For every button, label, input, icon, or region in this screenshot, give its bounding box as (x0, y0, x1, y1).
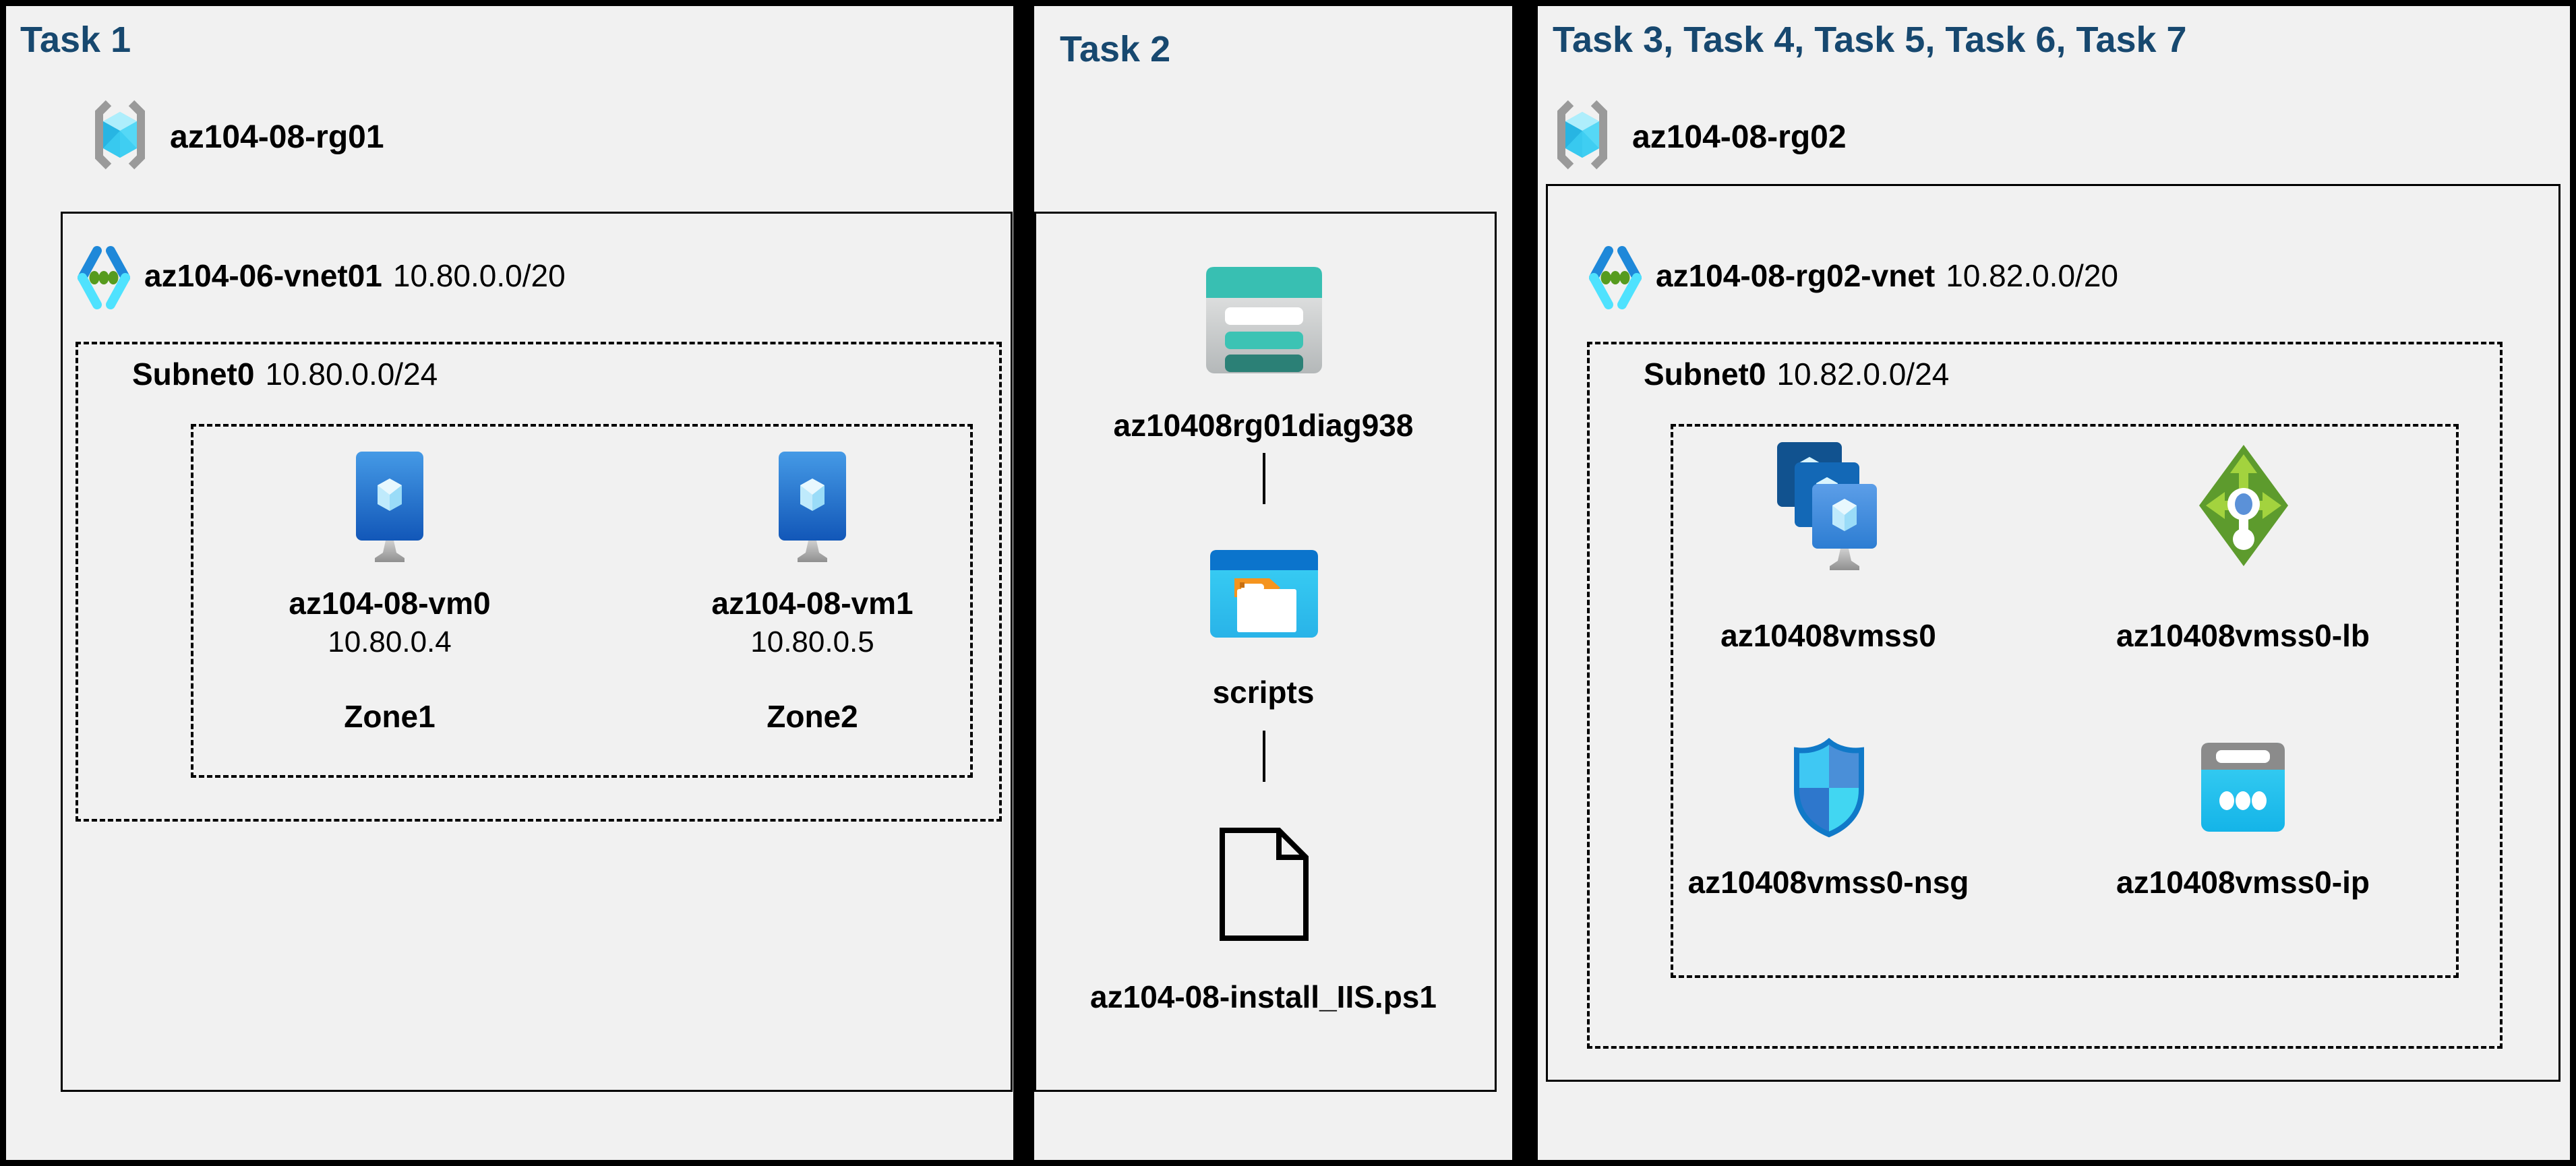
virtual-network-icon (78, 246, 130, 309)
container-name: scripts (1212, 675, 1315, 710)
load-balancer-name: az10408vmss0-lb (2116, 618, 2370, 653)
network-security-group-icon (1794, 737, 1864, 838)
panel-separator (1512, 0, 1538, 1166)
panel2-title: Task 2 (1060, 29, 1171, 69)
resource-group-icon (95, 100, 145, 170)
vnet-name: az104-08-rg02-vnet (1656, 258, 1936, 293)
subnet-label: Subnet0 10.80.0.0/24 (132, 356, 438, 392)
subnet-label: Subnet0 10.82.0.0/24 (1644, 356, 1949, 392)
blob-container-icon (1210, 550, 1318, 638)
resource-group-icon (1557, 100, 1607, 170)
load-balancer-icon (2199, 445, 2288, 566)
file-icon (1220, 828, 1309, 941)
subnet-cidr: 10.82.0.0/24 (1776, 357, 1950, 392)
vm-ip: 10.80.0.5 (750, 625, 874, 658)
vnet-label: az104-08-rg02-vnet 10.82.0.0/20 (1656, 257, 2118, 294)
vm-ip: 10.80.0.4 (328, 625, 452, 658)
file-name: az104-08-install_IIS.ps1 (1090, 979, 1437, 1014)
storage-account-name: az10408rg01diag938 (1113, 408, 1414, 443)
subnet-name: Subnet0 (132, 357, 255, 392)
vm-scale-set-icon (1777, 442, 1877, 570)
storage-account-icon (1206, 267, 1322, 373)
storage-box (1034, 212, 1497, 1092)
subnet-box (1587, 342, 2503, 1049)
virtual-machine-icon (779, 452, 846, 562)
panel3-title: Task 3, Task 4, Task 5, Task 6, Task 7 (1553, 20, 2187, 60)
connector-line (1263, 731, 1265, 782)
vm-name: az104-08-vm1 (711, 586, 913, 621)
virtual-network-icon (1589, 246, 1642, 309)
vmss-name: az10408vmss0 (1720, 618, 1936, 653)
vnet-name: az104-06-vnet01 (144, 258, 382, 293)
panel-separator (1013, 0, 1034, 1166)
vm-name: az104-08-vm0 (289, 586, 491, 621)
public-ip-name: az10408vmss0-ip (2116, 865, 2370, 900)
public-ip-icon (2201, 743, 2285, 832)
vm-zone: Zone1 (344, 699, 436, 734)
resource-group-name: az104-08-rg02 (1632, 119, 1847, 155)
connector-line (1263, 453, 1265, 504)
vnet-cidr: 10.80.0.0/20 (392, 258, 566, 293)
vnet-box (1546, 184, 2560, 1082)
nsg-name: az10408vmss0-nsg (1687, 865, 1969, 900)
vnet-cidr: 10.82.0.0/20 (1946, 258, 2118, 293)
vm-group-box (191, 424, 973, 778)
vmss-group-box (1671, 424, 2459, 978)
vnet-label: az104-06-vnet01 10.80.0.0/20 (144, 257, 566, 294)
panel1-title: Task 1 (20, 20, 131, 60)
resource-group-name: az104-08-rg01 (170, 119, 384, 155)
subnet-box (76, 342, 1002, 822)
vm-zone: Zone2 (767, 699, 858, 734)
vnet-box (61, 212, 1013, 1092)
subnet-cidr: 10.80.0.0/24 (265, 357, 438, 392)
subnet-name: Subnet0 (1644, 357, 1766, 392)
virtual-machine-icon (356, 452, 423, 562)
